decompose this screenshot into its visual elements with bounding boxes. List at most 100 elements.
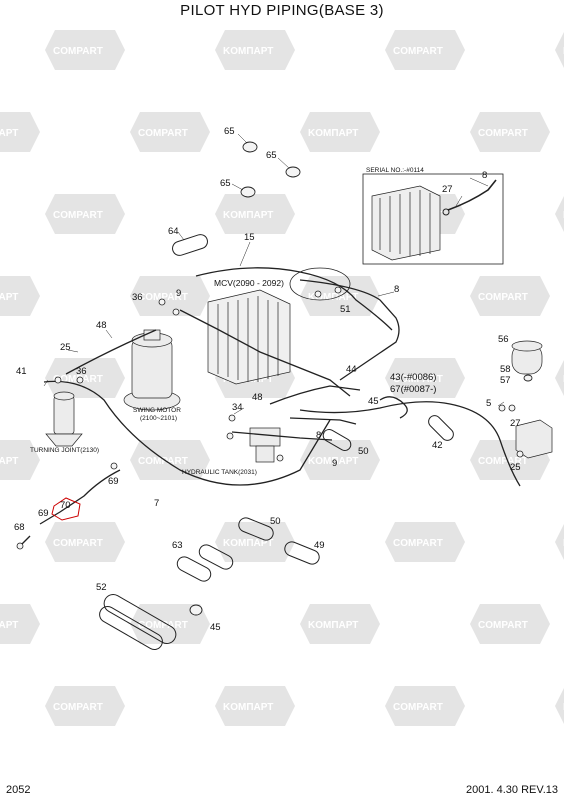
watermark-text: KOMПАРТ xyxy=(0,292,18,303)
watermark-text: COMPART xyxy=(138,620,188,631)
watermark-text: COMPART xyxy=(393,538,443,549)
watermark-tile: KOMПАРТ xyxy=(215,522,295,562)
watermark-text: COMPART xyxy=(393,702,443,713)
watermark-tile: KOMПАРТ xyxy=(555,688,564,724)
part-label: 65 xyxy=(266,150,277,161)
part-label: 15 xyxy=(244,232,255,243)
part-label: 41 xyxy=(16,366,27,377)
part-label: 8 xyxy=(316,430,321,441)
part-label: 64 xyxy=(168,226,179,237)
part-label: 51 xyxy=(340,304,351,315)
caption-swing-motor-ref: (2100~2101) xyxy=(140,415,177,422)
watermark-tile: KOMПАРТ xyxy=(300,604,380,644)
tank-port-block xyxy=(249,427,281,463)
part-label: 36 xyxy=(132,292,143,303)
part-label: 63 xyxy=(172,540,183,551)
part-label: 44 xyxy=(346,364,357,375)
watermark-text: KOMПАРТ xyxy=(308,292,358,303)
part-label: 7 xyxy=(154,498,159,509)
part-label: 52 xyxy=(96,582,107,593)
part-label: 48 xyxy=(252,392,263,403)
caption-note-67: 67(#0087-) xyxy=(390,384,436,395)
part-label: 9 xyxy=(332,458,337,469)
part-label: 25 xyxy=(60,342,71,353)
caption-mcv: MCV(2090 - 2092) xyxy=(214,278,284,288)
watermark-text: COMPART xyxy=(138,456,188,467)
watermark-tile: COMPART xyxy=(385,30,465,70)
inset-fitting xyxy=(442,208,450,216)
watermark-tile: COMPART xyxy=(130,112,210,152)
watermark-tile: COMPART xyxy=(130,276,210,316)
page-number: 2052 xyxy=(6,784,31,796)
watermark-tile: COMPART xyxy=(470,276,550,316)
leader-lines xyxy=(43,133,505,415)
watermark-text: COMPART xyxy=(478,292,528,303)
watermark-text: KOMПАРТ xyxy=(308,128,358,139)
watermark-tile: KOMПАРТ xyxy=(0,112,40,152)
part-label: 27 xyxy=(442,184,453,195)
watermark-tile: KOMПАРТ xyxy=(215,30,295,70)
part-label: 57 xyxy=(500,375,511,386)
hose-sleeves xyxy=(99,234,454,650)
watermark-tile: COMPART xyxy=(385,686,465,726)
watermark-tile: KOMПАРТ xyxy=(555,524,564,560)
watermark-text: COMPART xyxy=(138,292,188,303)
part-label: 49 xyxy=(314,540,325,551)
watermark-text: KOMПАРТ xyxy=(0,620,18,631)
inset-hose xyxy=(447,179,497,211)
caption-hydraulic-tank: HYDRAULIC TANK(2031) xyxy=(182,469,257,476)
part-label: 36 xyxy=(76,366,87,377)
part-label: 27 xyxy=(510,418,521,429)
watermark-tile: KOMПАРТ xyxy=(215,194,295,234)
part-label: 50 xyxy=(358,446,369,457)
watermark-text: COMPART xyxy=(393,46,443,57)
watermark-text: KOMПАРТ xyxy=(223,210,273,221)
watermark-text: KOMПАРТ xyxy=(0,128,18,139)
caption-swing-motor: SWING MOTOR xyxy=(133,407,181,414)
part-label: 8 xyxy=(394,284,399,295)
serial-label: SERIAL NO.:-#0114 xyxy=(366,167,424,174)
part-label: 8 xyxy=(482,170,487,181)
watermark-tile: KOMПАРТ xyxy=(300,112,380,152)
part-label: 25 xyxy=(510,462,521,473)
watermark-tile: COMPART xyxy=(470,604,550,644)
watermark-grid: COMPART KOMПАРТ COMPART KOMПАРТ KOMПАРТ COMPA… xyxy=(0,30,564,726)
watermark-tile: COMPART xyxy=(45,686,125,726)
accumulator xyxy=(511,340,543,375)
fittings xyxy=(16,286,524,550)
watermark-text: KOMПАРТ xyxy=(308,620,358,631)
watermark-text: COMPART xyxy=(53,538,103,549)
watermark-tile: COMPART xyxy=(385,358,465,398)
caption-note-43: 43(-#0086) xyxy=(390,372,436,383)
swing-motor xyxy=(123,329,181,411)
watermark-tile: COMPART xyxy=(45,30,125,70)
part-label: 50 xyxy=(270,516,281,527)
watermark-tile: COMPART xyxy=(45,522,125,562)
part-label: 69 xyxy=(38,508,49,519)
watermark-tile: KOMПАРТ xyxy=(555,360,564,396)
caption-turning-joint: TURNING JOINT(2130) xyxy=(30,447,99,454)
watermark-tile: COMPART xyxy=(470,112,550,152)
watermark-text: COMPART xyxy=(478,456,528,467)
serial-inset-box xyxy=(362,173,504,265)
part-label: 70 xyxy=(60,500,71,511)
watermark-tile: KOMПАРТ xyxy=(0,276,40,316)
mcv-inset-drawing xyxy=(371,185,441,261)
part-labels: 65 65 65 64 15 8 27 8 36 9 51 48 25 41 3… xyxy=(14,126,521,633)
watermark-text: KOMПАРТ xyxy=(223,702,273,713)
part-label: 68 xyxy=(14,522,25,533)
watermark-text: COMPART xyxy=(478,128,528,139)
watermark-text: COMPART xyxy=(53,702,103,713)
watermark-tile: KOMПАРТ xyxy=(0,440,40,480)
pipe-lines xyxy=(19,267,521,547)
watermark-tile: KOMПАРТ xyxy=(300,440,380,480)
part-label: 34 xyxy=(232,402,243,413)
part-label: 45 xyxy=(210,622,221,633)
part-label: 69 xyxy=(108,476,119,487)
mcv-block xyxy=(207,289,291,385)
part-label: 45 xyxy=(368,396,379,407)
part-label: 5 xyxy=(486,398,491,409)
watermark-text: KOMПАРТ xyxy=(223,538,273,549)
watermark-tile: COMPART xyxy=(385,522,465,562)
